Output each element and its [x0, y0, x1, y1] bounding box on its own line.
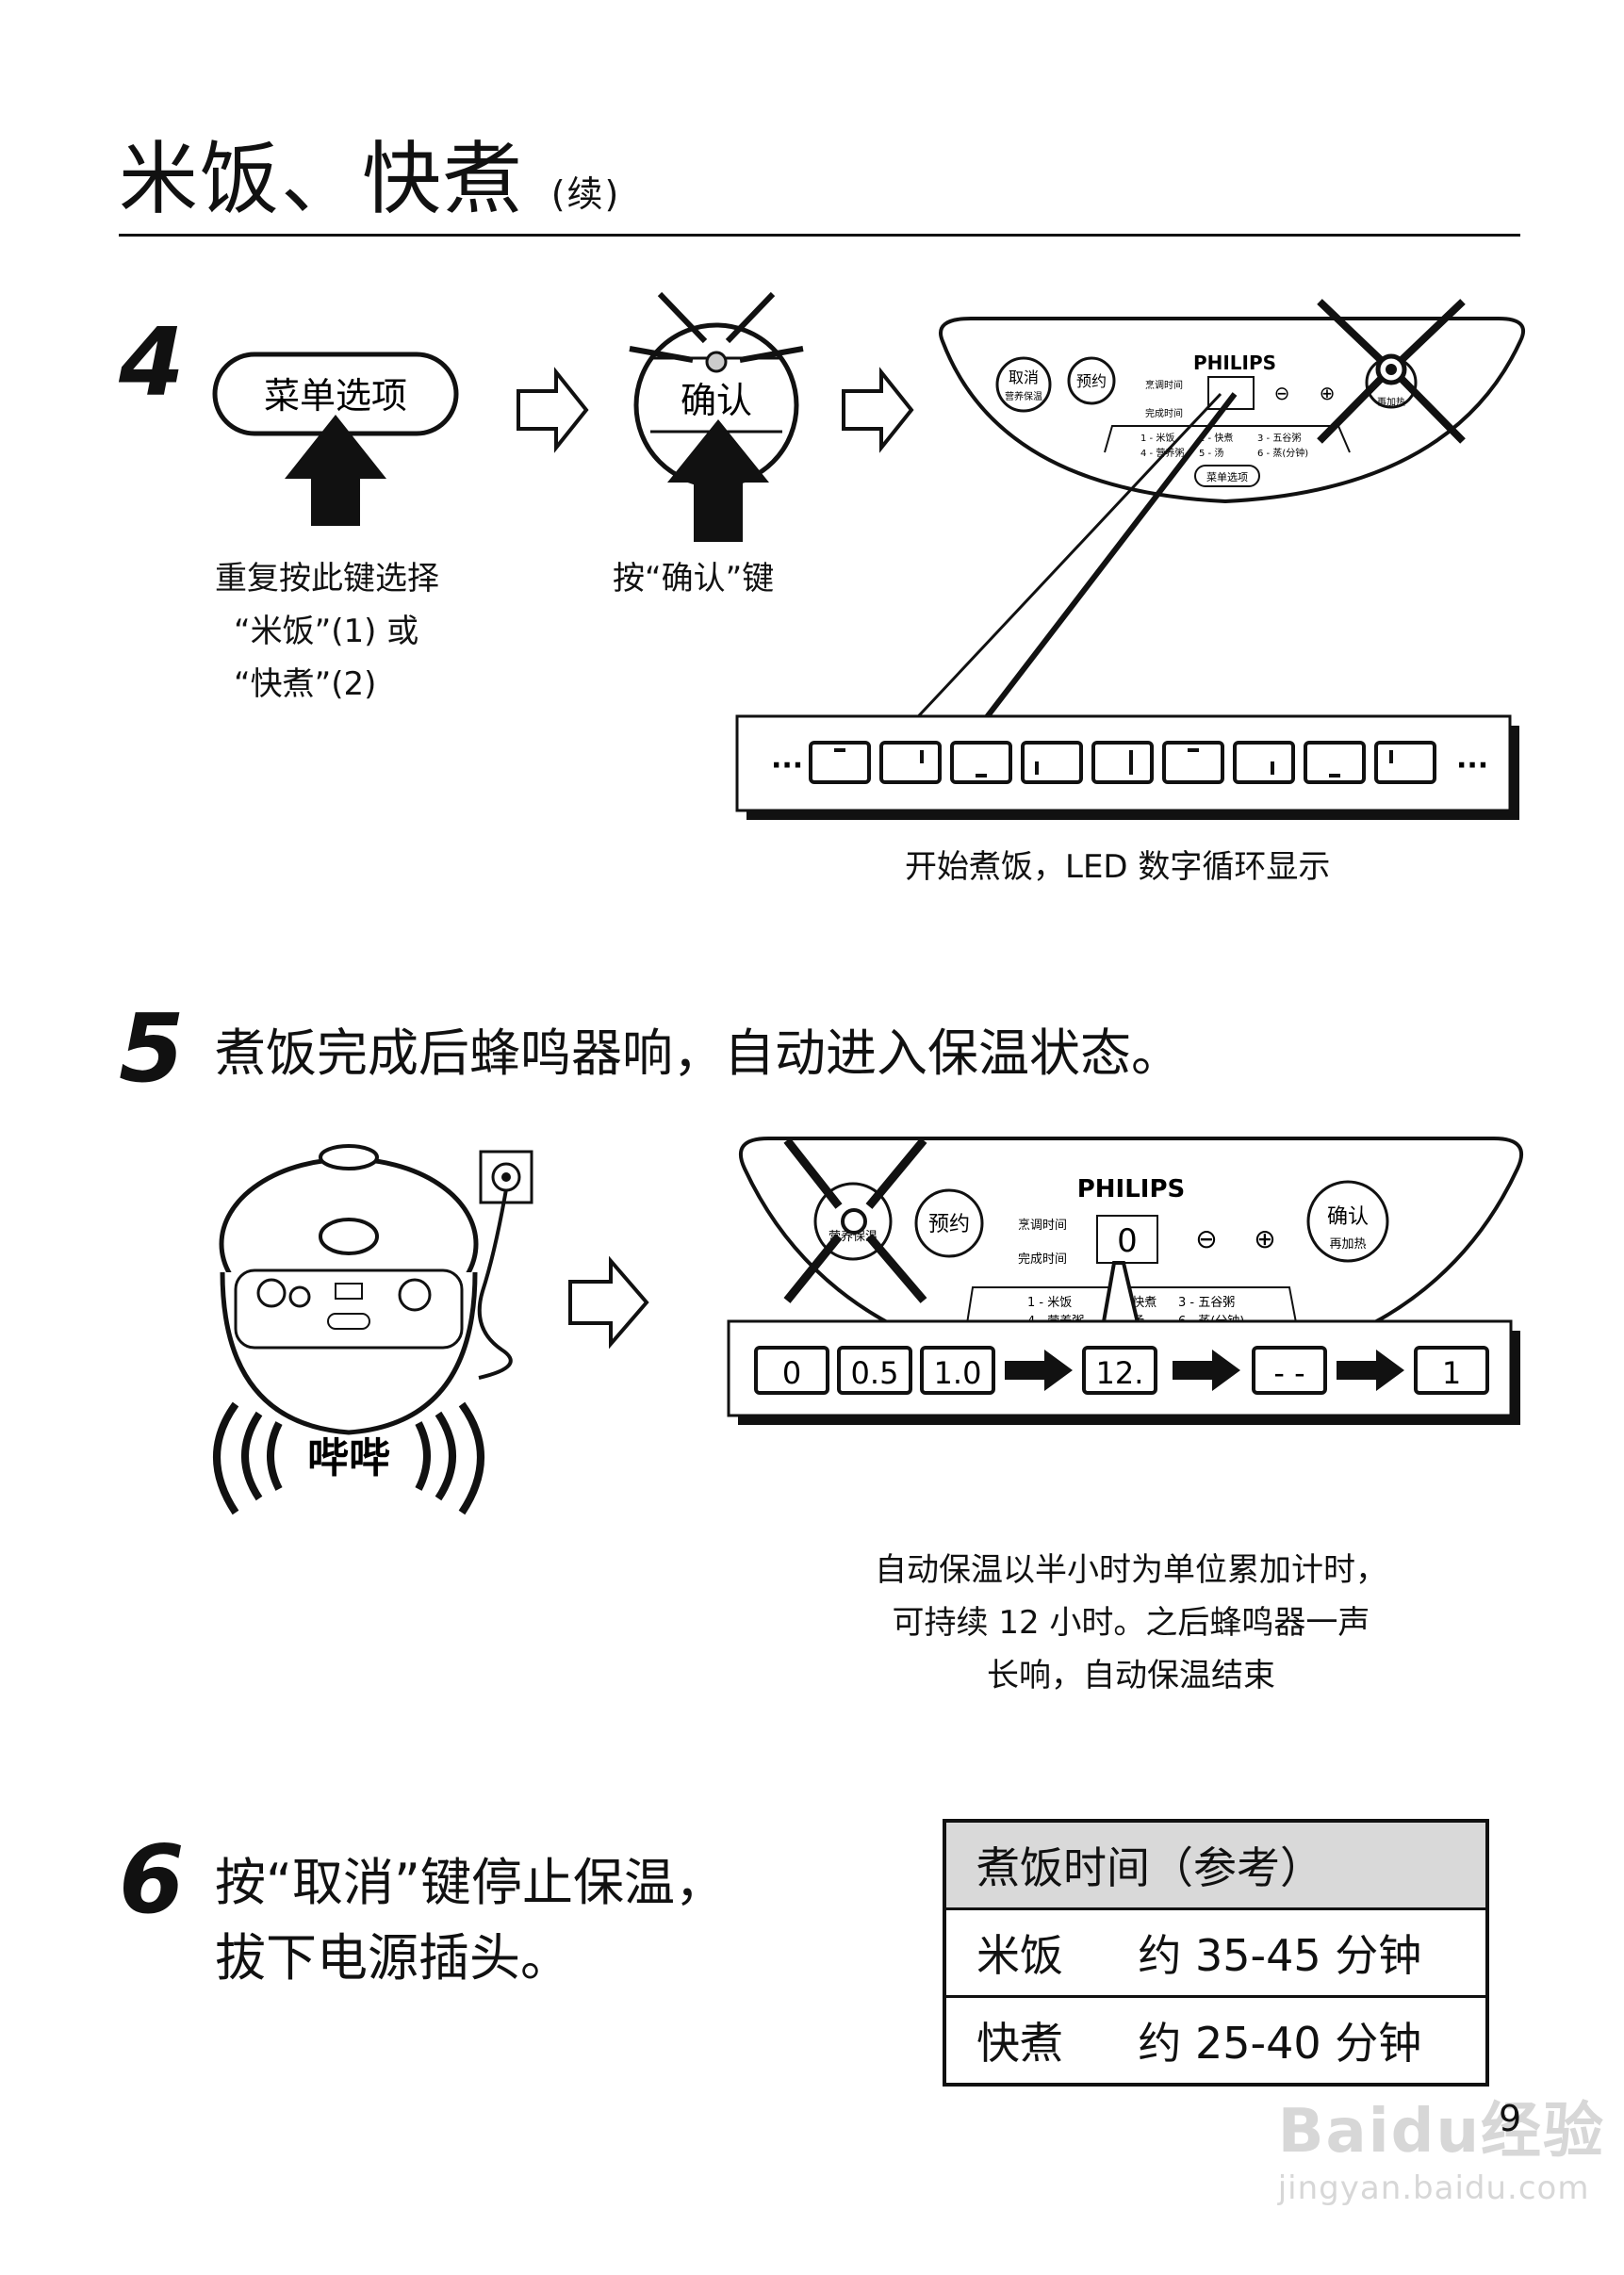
svg-text:PHILIPS: PHILIPS	[1077, 1175, 1186, 1203]
step-5-heading: 煮饭完成后蜂鸣器响，自动进入保温状态。	[215, 1023, 1182, 1083]
display-3: 12.	[1096, 1355, 1144, 1391]
svg-text:取消: 取消	[1009, 368, 1039, 386]
table-header: 煮饭时间（参考）	[944, 1821, 1487, 1909]
step-6-text: 按“取消”键停止保温， 拔下电源插头。	[215, 1853, 726, 1988]
svg-text:···: ···	[1456, 749, 1488, 782]
svg-text:⊕: ⊕	[1254, 1223, 1275, 1254]
svg-text:预约: 预约	[1076, 372, 1107, 390]
display-2: 1.0	[934, 1355, 982, 1391]
title-rule	[119, 234, 1520, 237]
confirm-key-label: 确认	[681, 380, 752, 421]
svg-text:预约: 预约	[928, 1213, 970, 1236]
svg-text:5 - 汤: 5 - 汤	[1199, 447, 1223, 459]
step-4-caption-3: 开始煮饭，LED 数字循环显示	[905, 848, 1331, 886]
watermark: Baidu经验 jingyan.baidu.com	[1277, 2097, 1605, 2207]
next-arrow-1	[517, 367, 589, 453]
step-4-illustration: 菜单选项 确认 PHILIPS 取消 营养保温 预约 烹调时间 完成时间 ⊖ ⊕…	[212, 291, 1526, 820]
svg-text:营养保温: 营养保温	[1005, 390, 1042, 402]
svg-text:再加热: 再加热	[1329, 1237, 1366, 1252]
indicator-led	[705, 351, 728, 373]
page-title: 米饭、快煮 (续)	[119, 133, 621, 225]
beep-label: 哔哔	[307, 1434, 390, 1482]
cancel-flash	[783, 1138, 927, 1303]
led-cycle-segments	[809, 741, 1436, 784]
sequence-arrows	[1005, 1350, 1404, 1391]
step-5-caption: 自动保温以半小时为单位累加计时， 可持续 12 小时。之后蜂鸣器一声 长响，自动…	[875, 1551, 1387, 1694]
svg-text:···: ···	[771, 749, 803, 782]
display-4: - -	[1273, 1355, 1304, 1391]
svg-text:1 - 米饭: 1 - 米饭	[1027, 1296, 1072, 1310]
svg-text:确认: 确认	[1327, 1205, 1369, 1229]
svg-text:6 - 蒸(分钟): 6 - 蒸(分钟)	[1257, 447, 1308, 459]
table-header-row: 煮饭时间（参考）	[944, 1821, 1487, 1909]
svg-text:3 - 五谷粥: 3 - 五谷粥	[1257, 433, 1301, 444]
step-4-caption-2: 按“确认”键	[613, 560, 775, 597]
press-arrow-2	[667, 419, 769, 542]
step-4-number: 4	[119, 307, 185, 417]
svg-text:4 - 营养粥: 4 - 营养粥	[1140, 447, 1184, 459]
step-5-illustration: 哔哔 PHILIPS 营养保温 预约 烹调时间 完成时间 0 ⊖ ⊕ 确认 再加…	[213, 1137, 1524, 1515]
title-suffix: (续)	[550, 173, 621, 215]
display-0: 0	[782, 1355, 801, 1391]
svg-text:2 - 快煮: 2 - 快煮	[1199, 433, 1233, 444]
step-6-number: 6	[119, 1825, 185, 1935]
menu-key-label: 菜单选项	[264, 375, 407, 417]
table-row: 米饭 约 35-45 分钟	[944, 1907, 1487, 1997]
press-arrow-1	[285, 415, 386, 526]
svg-text:⊕: ⊕	[1320, 382, 1336, 404]
page-number: 9	[1499, 2098, 1522, 2139]
next-arrow-2	[842, 367, 914, 453]
svg-text:烹调时间: 烹调时间	[1145, 379, 1183, 391]
beep-waves	[213, 1401, 484, 1515]
panel-display: 0	[1117, 1222, 1138, 1260]
table-cell-name: 米饭	[944, 1907, 1108, 1997]
flash-burst	[629, 291, 804, 363]
step-5-number: 5	[119, 993, 185, 1104]
display-5: 1	[1442, 1355, 1461, 1391]
table-cell-time: 约 35-45 分钟	[1107, 1907, 1487, 1997]
svg-text:⊖: ⊖	[1195, 1223, 1217, 1254]
svg-text:完成时间: 完成时间	[1145, 407, 1183, 419]
svg-text:菜单选项: 菜单选项	[1206, 471, 1248, 483]
table-row: 快煮 约 25-40 分钟	[944, 1995, 1487, 2085]
table-cell-time: 约 25-40 分钟	[1107, 1995, 1487, 2085]
step-4-caption-1: 重复按此键选择 “米饭”(1) 或 “快煮”(2)	[215, 560, 439, 703]
svg-text:烹调时间: 烹调时间	[1018, 1219, 1067, 1233]
svg-text:完成时间: 完成时间	[1018, 1252, 1067, 1267]
panel-flash	[1317, 299, 1466, 444]
svg-text:3 - 五谷粥: 3 - 五谷粥	[1178, 1295, 1235, 1310]
table-cell-name: 快煮	[944, 1995, 1108, 2085]
panel-brand: PHILIPS	[1193, 352, 1276, 374]
cooking-time-table: 煮饭时间（参考） 米饭 约 35-45 分钟 快煮 约 25-40 分钟	[943, 1819, 1489, 2087]
display-1: 0.5	[851, 1355, 899, 1391]
svg-text:⊖: ⊖	[1274, 382, 1290, 404]
svg-text:再加热: 再加热	[1377, 396, 1405, 408]
next-arrow-3	[568, 1255, 649, 1350]
svg-text:1 - 米饭: 1 - 米饭	[1140, 432, 1174, 444]
